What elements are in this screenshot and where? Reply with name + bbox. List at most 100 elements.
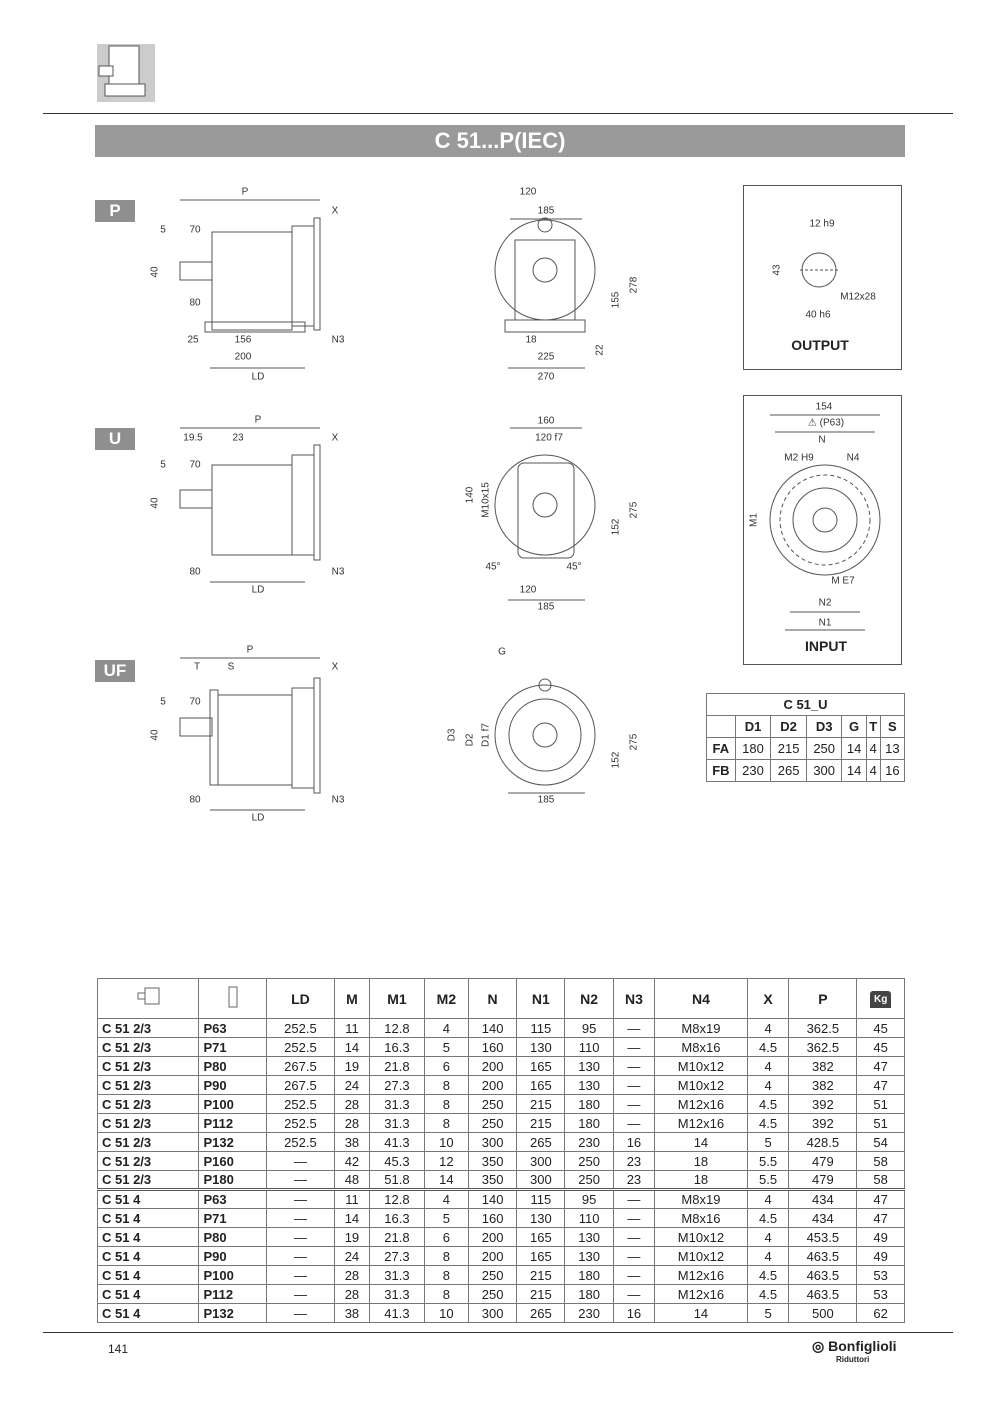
table-cell: 4: [746, 1075, 790, 1095]
table-cell: 230: [564, 1303, 614, 1323]
u-table-title: C 51_U: [706, 693, 905, 716]
dim-label: 80: [189, 566, 201, 578]
table-cell: 130: [516, 1037, 566, 1057]
table-cell: —: [266, 1265, 335, 1285]
table-cell: 16: [612, 1132, 656, 1152]
badge-u: U: [95, 428, 135, 450]
table-cell: 42: [333, 1151, 371, 1171]
table-cell: 479: [788, 1170, 858, 1190]
table-cell: 51: [856, 1113, 905, 1133]
table-cell: 252.5: [266, 1094, 335, 1114]
table-cell: 53: [856, 1284, 905, 1304]
table-cell: P112: [198, 1113, 268, 1133]
dim-label: X: [331, 432, 339, 444]
motor-flange-icon: [198, 978, 268, 1019]
dim-label: 23: [232, 432, 244, 444]
drawing-u-side: [179, 427, 321, 583]
table-cell: 252.5: [266, 1113, 335, 1133]
table-cell: P80: [198, 1056, 268, 1076]
table-cell: 95: [564, 1188, 614, 1209]
table-cell: 140: [467, 1188, 518, 1209]
table-cell: 41.3: [369, 1132, 425, 1152]
dim-label: 120: [519, 186, 537, 198]
table-cell: 23: [612, 1170, 656, 1190]
table-cell: M10x12: [654, 1227, 748, 1247]
table-cell: 4: [865, 759, 881, 782]
table-cell: 250: [467, 1113, 518, 1133]
table-cell: 250: [467, 1094, 518, 1114]
table-cell: 180: [564, 1094, 614, 1114]
table-cell: 16: [612, 1303, 656, 1323]
table-cell: 51: [856, 1094, 905, 1114]
table-cell: 14: [423, 1170, 469, 1190]
table-cell: 5: [746, 1303, 790, 1323]
footer-rule: [43, 1332, 953, 1333]
table-cell: 115: [516, 1188, 566, 1209]
table-cell: 4.5: [746, 1208, 790, 1228]
table-cell: 19: [333, 1227, 371, 1247]
table-cell: 362.5: [788, 1037, 858, 1057]
table-cell: C 51 2/3: [96, 1151, 200, 1171]
column-header: X: [746, 978, 790, 1019]
table-cell: 252.5: [266, 1132, 335, 1152]
table-cell: 5: [746, 1132, 790, 1152]
table-cell: P71: [198, 1208, 268, 1228]
table-cell: 16: [879, 759, 906, 782]
table-cell: —: [266, 1208, 335, 1228]
table-cell: 4.5: [746, 1284, 790, 1304]
table-cell: 350: [467, 1170, 518, 1190]
column-header: N1: [516, 978, 566, 1019]
dim-label: P: [254, 414, 262, 426]
table-cell: 18: [654, 1170, 748, 1190]
table-cell: 47: [856, 1075, 905, 1095]
table-cell: —: [266, 1284, 335, 1304]
table-cell: 4: [746, 1188, 790, 1209]
table-cell: 110: [564, 1037, 614, 1057]
drawing-p-side: [179, 199, 321, 369]
column-header: D2: [770, 715, 807, 738]
table-cell: 428.5: [788, 1132, 858, 1152]
table-cell: 463.5: [788, 1265, 858, 1285]
table-cell: P112: [198, 1284, 268, 1304]
table-cell: 38: [333, 1303, 371, 1323]
dim-label: 155: [610, 291, 622, 309]
table-cell: 48: [333, 1170, 371, 1190]
table-cell: 382: [788, 1056, 858, 1076]
table-cell: P90: [198, 1246, 268, 1266]
column-header: G: [841, 715, 867, 738]
table-cell: M8x19: [654, 1188, 748, 1209]
table-cell: —: [612, 1188, 656, 1209]
dim-label: 25: [187, 334, 199, 346]
table-cell: 47: [856, 1056, 905, 1076]
header-rule: [43, 113, 953, 114]
table-cell: —: [266, 1188, 335, 1209]
table-cell: 62: [856, 1303, 905, 1323]
table-cell: 250: [467, 1265, 518, 1285]
table-cell: 130: [516, 1208, 566, 1228]
table-cell: 53: [856, 1265, 905, 1285]
table-cell: 58: [856, 1151, 905, 1171]
table-cell: M12x16: [654, 1284, 748, 1304]
table-cell: 300: [516, 1151, 566, 1171]
table-cell: 5.5: [746, 1151, 790, 1171]
table-cell: P100: [198, 1094, 268, 1114]
table-cell: 392: [788, 1094, 858, 1114]
table-cell: 140: [467, 1018, 518, 1038]
table-cell: C 51 2/3: [96, 1056, 200, 1076]
dim-label: M2 H9: [784, 452, 814, 464]
table-cell: 4.5: [746, 1265, 790, 1285]
table-cell: 11: [333, 1188, 371, 1209]
table-cell: 300: [516, 1170, 566, 1190]
table-cell: FB: [706, 759, 736, 782]
table-cell: 49: [856, 1227, 905, 1247]
input-panel: [743, 395, 902, 665]
table-cell: 8: [423, 1094, 469, 1114]
column-header: N4: [654, 978, 748, 1019]
dim-label: N: [818, 434, 826, 446]
